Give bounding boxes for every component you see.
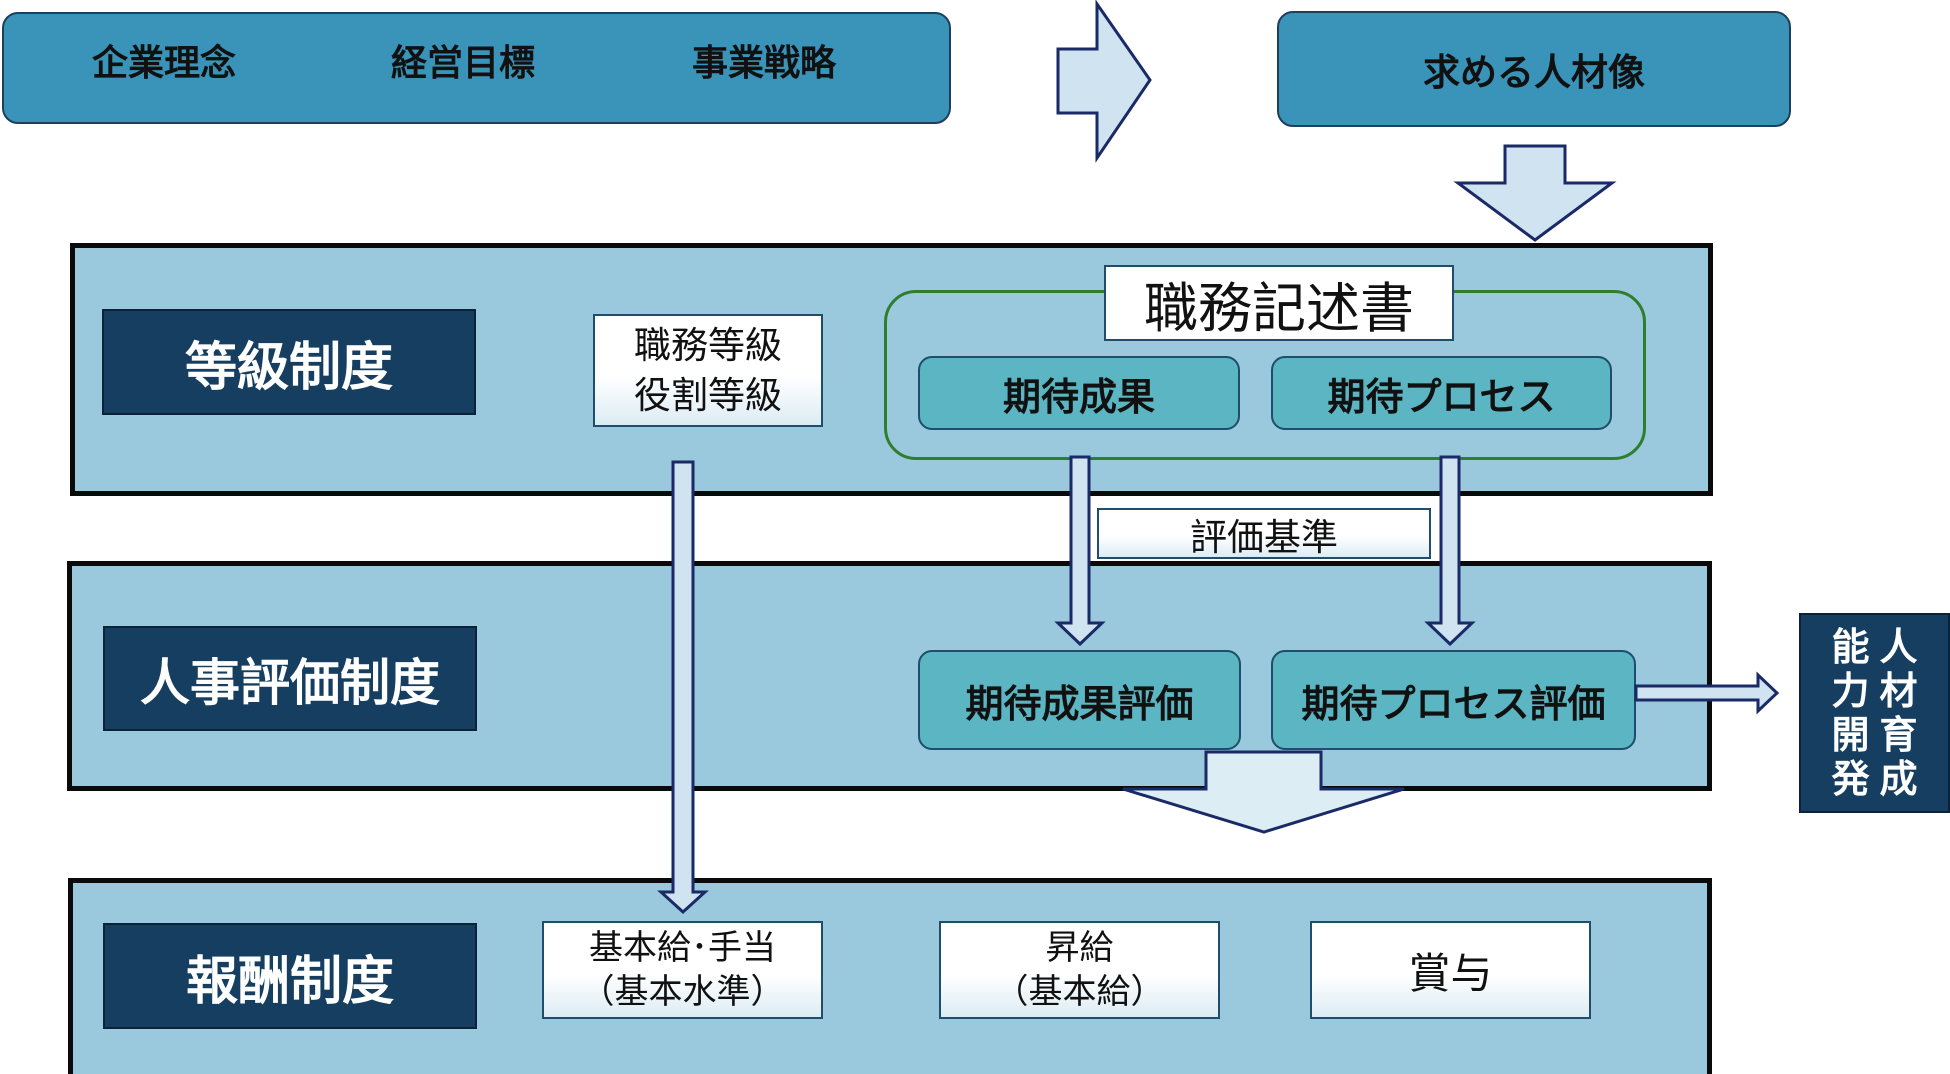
reward-system-label-box: 報酬制度 [103, 923, 477, 1029]
strategy-to-talent-arrow [1056, 0, 1152, 163]
bonus-label: 賞与 [1408, 948, 1493, 998]
job-description-title-box: 職務記述書 [1104, 265, 1454, 341]
hr-dev-char: 人 [1879, 625, 1918, 669]
job-grade-label: 職務等級 [634, 323, 782, 367]
grade-system-label: 等級制度 [184, 337, 393, 398]
hr-dev-char: 材 [1879, 669, 1918, 713]
process-down-arrow [1424, 455, 1476, 647]
base-level-label: （基本水準） [580, 972, 785, 1012]
reward-system-label: 報酬制度 [185, 951, 394, 1012]
ability-development-column: 能 力 開 発 [1831, 625, 1869, 801]
talent-to-grade-arrow [1453, 144, 1617, 242]
evaluation-criteria-box: 評価基準 [1097, 508, 1431, 559]
expected-result-box: 期待成果 [918, 356, 1240, 430]
grade-types-box: 職務等級 役割等級 [593, 314, 823, 427]
result-down-arrow [1054, 455, 1106, 647]
expected-process-label: 期待プロセス [1327, 374, 1556, 419]
salary-raise-box: 昇給 （基本給） [939, 921, 1220, 1019]
hr-dev-char: 育 [1879, 713, 1918, 757]
evaluation-system-label: 人事評価制度 [140, 653, 440, 712]
evaluation-system-label-box: 人事評価制度 [103, 626, 477, 731]
job-description-title: 職務記述書 [1144, 276, 1414, 340]
grade-to-salary-arrow [657, 460, 709, 915]
result-evaluation-label: 期待成果評価 [965, 681, 1194, 726]
grade-system-label-box: 等級制度 [102, 309, 476, 415]
hr-dev-char: 発 [1831, 757, 1870, 801]
evaluation-criteria-label: 評価基準 [1190, 515, 1338, 559]
talent-development-column: 人 材 育 成 [1880, 625, 1918, 801]
process-evaluation-label: 期待プロセス評価 [1301, 681, 1606, 726]
hr-dev-char: 成 [1879, 757, 1918, 801]
hr-dev-char: 能 [1831, 625, 1870, 669]
expected-result-label: 期待成果 [1002, 374, 1155, 419]
evaluation-to-development-arrow [1634, 671, 1780, 715]
salary-raise-basis-label: （基本給） [994, 972, 1165, 1012]
bonus-box: 賞与 [1310, 921, 1591, 1019]
base-salary-label: 基本給･手当 [589, 928, 776, 968]
ideal-talent-box: 求める人材像 [1277, 11, 1791, 127]
process-evaluation-box: 期待プロセス評価 [1271, 650, 1636, 750]
business-strategy-label: 事業戦略 [692, 43, 837, 84]
top-strategy-box: 企業理念 経営目標 事業戦略 [2, 12, 951, 124]
result-evaluation-box: 期待成果評価 [918, 650, 1241, 750]
salary-raise-label: 昇給 [1045, 928, 1114, 968]
role-grade-label: 役割等級 [634, 373, 782, 417]
hr-dev-char: 開 [1831, 713, 1870, 757]
evaluation-to-reward-arrow [1122, 750, 1405, 834]
ideal-talent-label: 求める人材像 [1423, 51, 1645, 94]
hr-dev-char: 力 [1831, 669, 1870, 713]
corporate-philosophy-label: 企業理念 [92, 43, 237, 84]
expected-process-box: 期待プロセス [1271, 356, 1612, 430]
base-salary-box: 基本給･手当 （基本水準） [542, 921, 823, 1019]
management-goal-label: 経営目標 [391, 43, 536, 84]
hr-development-box: 能 力 開 発 人 材 育 成 [1799, 613, 1950, 813]
